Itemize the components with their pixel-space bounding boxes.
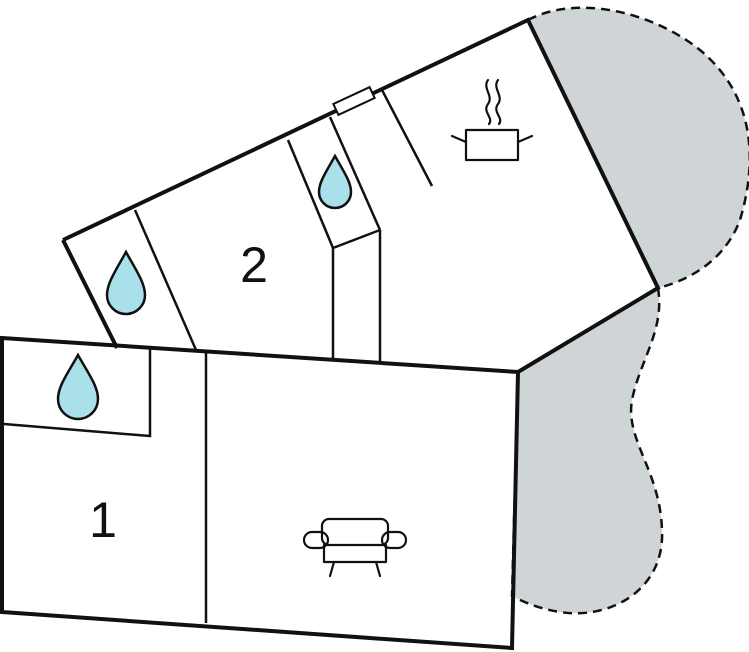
- terrace-lower: [510, 285, 664, 615]
- room-number-1: 1: [89, 492, 117, 548]
- terrace-upper: [526, 6, 749, 290]
- upper-wing-walls: [62, 17, 661, 374]
- wall-bedroom2-left: [133, 209, 198, 351]
- wall-corridor-bend: [332, 228, 381, 250]
- water-drop-icon: [56, 352, 100, 421]
- wall-bathroom-1: [3, 348, 152, 438]
- sofa-icon: [302, 517, 408, 578]
- water-drop-icon: [105, 249, 147, 316]
- main-block-walls: [0, 335, 521, 651]
- window: [332, 85, 376, 117]
- upper-wing-left-wall: [61, 239, 119, 349]
- wall-kitchen-partition: [380, 89, 434, 187]
- wall-corridor-outer: [286, 139, 335, 249]
- water-drop-icon: [317, 153, 353, 210]
- wall-corridor-inner-top: [328, 116, 382, 231]
- cooking-pot-icon: [450, 78, 534, 162]
- room-number-2: 2: [240, 237, 268, 293]
